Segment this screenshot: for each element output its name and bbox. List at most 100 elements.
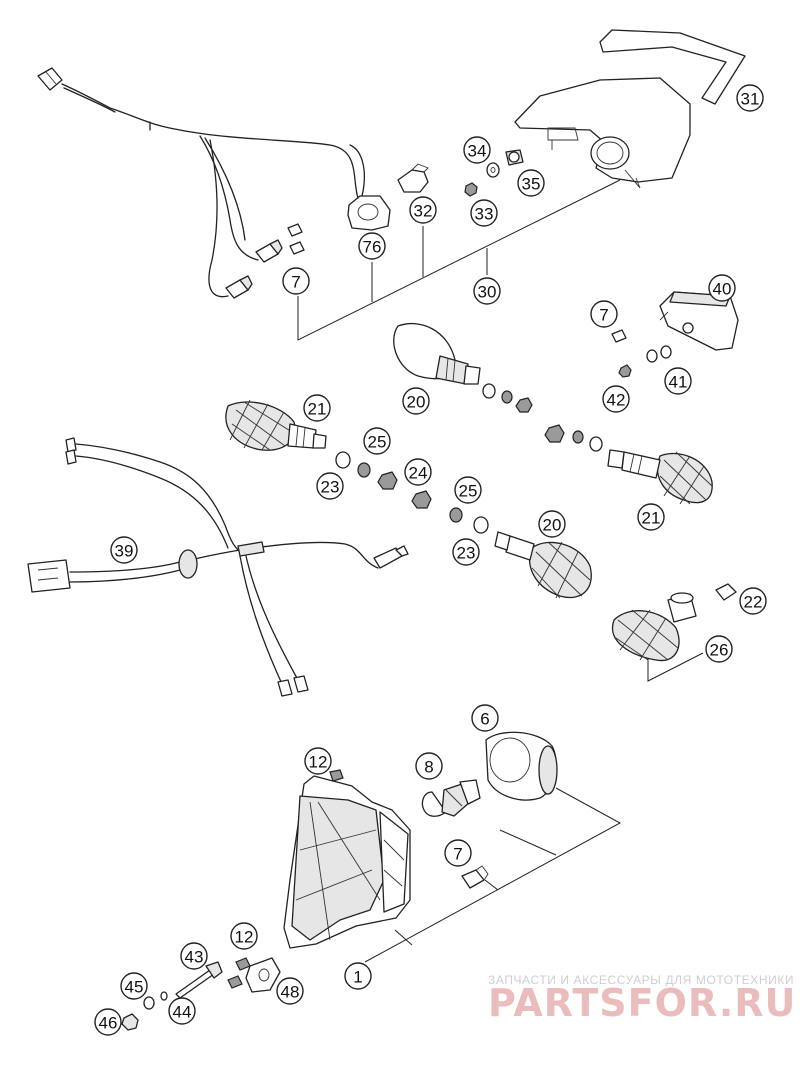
callout-label: 45	[125, 978, 144, 997]
callout-circle	[452, 538, 480, 566]
nut-33	[464, 182, 478, 197]
callout-label: 8	[424, 758, 433, 777]
callout-circle	[708, 274, 736, 302]
callout-circle	[402, 387, 430, 415]
callout-p40: 40	[708, 274, 736, 302]
callout-circle	[316, 472, 344, 500]
callout-label: 26	[710, 641, 729, 660]
callout-circle	[473, 277, 501, 305]
callout-p43: 43	[180, 942, 208, 970]
callout-p7b: 7	[590, 300, 618, 328]
callout-label: 46	[99, 1014, 118, 1033]
watermark: ЗАПЧАСТИ И АКСЕССУАРЫ ДЛЯ МОТОТЕХНИКИ PA…	[488, 973, 796, 1025]
callout-p20b: 20	[538, 510, 566, 538]
bracket-48	[245, 957, 281, 993]
turn-signal-20-lower-hardware	[411, 490, 489, 534]
tail-bracket-strip	[599, 29, 746, 105]
turn-signal-20-upper-hardware	[482, 383, 533, 413]
bulb-7-plate	[611, 329, 627, 343]
callout-label: 7	[453, 845, 462, 864]
callout-circle	[471, 704, 499, 732]
callout-label: 6	[480, 710, 489, 729]
spacer-35	[505, 149, 524, 166]
callout-label: 7	[599, 306, 608, 325]
callout-label: 25	[368, 433, 387, 452]
washers-41	[646, 345, 672, 363]
callout-p1: 1	[344, 962, 372, 990]
callout-label: 39	[115, 542, 134, 561]
callout-p46: 46	[94, 1008, 122, 1036]
callout-p6: 6	[471, 704, 499, 732]
rear-light-housing	[514, 77, 691, 189]
callout-p20a: 20	[402, 387, 430, 415]
callout-p42: 42	[602, 385, 630, 413]
headlight-housing-1	[283, 775, 411, 949]
callout-circle	[363, 427, 391, 455]
callout-circle	[444, 839, 472, 867]
bulb-32	[397, 163, 429, 193]
callout-label: 20	[407, 393, 426, 412]
callout-p12a: 12	[304, 747, 332, 775]
callout-circle	[304, 747, 332, 775]
callout-p7c: 7	[444, 839, 472, 867]
callout-p32: 32	[409, 196, 437, 224]
headlight-bulb-8	[421, 779, 481, 817]
callout-p22: 22	[739, 587, 767, 615]
turn-signal-21-left	[225, 399, 327, 451]
callout-label: 30	[478, 283, 497, 302]
callout-label: 40	[713, 280, 732, 299]
turn-signal-21-right	[607, 449, 713, 505]
nut-42	[618, 364, 632, 378]
callout-circle	[120, 972, 148, 1000]
callout-p7a: 7	[282, 267, 310, 295]
callout-label: 23	[321, 478, 340, 497]
front-wiring-harness-39	[27, 437, 409, 697]
callout-p21b: 21	[637, 503, 665, 531]
callout-circle	[538, 510, 566, 538]
callout-circle	[94, 1008, 122, 1036]
bulb-7-upper	[287, 223, 305, 255]
callout-label: 42	[607, 391, 626, 410]
callout-label: 24	[409, 464, 428, 483]
callout-circle	[602, 385, 630, 413]
callout-circle	[739, 587, 767, 615]
callout-circle	[664, 367, 692, 395]
callout-circle	[168, 997, 196, 1025]
screw-12-top	[329, 769, 344, 782]
callout-circle	[637, 503, 665, 531]
screws-12-bottom	[227, 957, 251, 989]
callout-circle	[736, 84, 764, 112]
bolt-43	[175, 961, 223, 999]
callout-p44: 44	[168, 997, 196, 1025]
bulb-socket-76	[347, 195, 391, 231]
callout-label: 44	[173, 1003, 192, 1022]
rear-wiring-harness	[37, 67, 365, 299]
callout-p33: 33	[470, 199, 498, 227]
callout-circle	[470, 199, 498, 227]
callout-circle	[415, 752, 443, 780]
callout-p30: 30	[473, 277, 501, 305]
callout-p41: 41	[664, 367, 692, 395]
callout-p25b: 25	[454, 476, 482, 504]
callout-circle	[705, 635, 733, 663]
callout-label: 33	[475, 205, 494, 224]
ring-44	[160, 991, 168, 1001]
callout-p12b: 12	[230, 922, 258, 950]
callout-label: 25	[459, 482, 478, 501]
callout-circle	[404, 458, 432, 486]
callout-p8: 8	[415, 752, 443, 780]
callout-label: 76	[363, 238, 382, 257]
callout-p26: 26	[705, 635, 733, 663]
callout-label: 34	[468, 142, 487, 161]
callout-p31: 31	[736, 84, 764, 112]
callout-p23a: 23	[316, 472, 344, 500]
callout-circle	[303, 394, 331, 422]
callout-label: 1	[353, 968, 362, 987]
watermark-logo: PARTSFOR.RU	[488, 981, 796, 1025]
callout-circle	[590, 300, 618, 328]
callout-label: 35	[522, 175, 541, 194]
callout-p76: 76	[358, 232, 386, 260]
bulb-22	[715, 583, 737, 601]
callout-circle	[230, 922, 258, 950]
